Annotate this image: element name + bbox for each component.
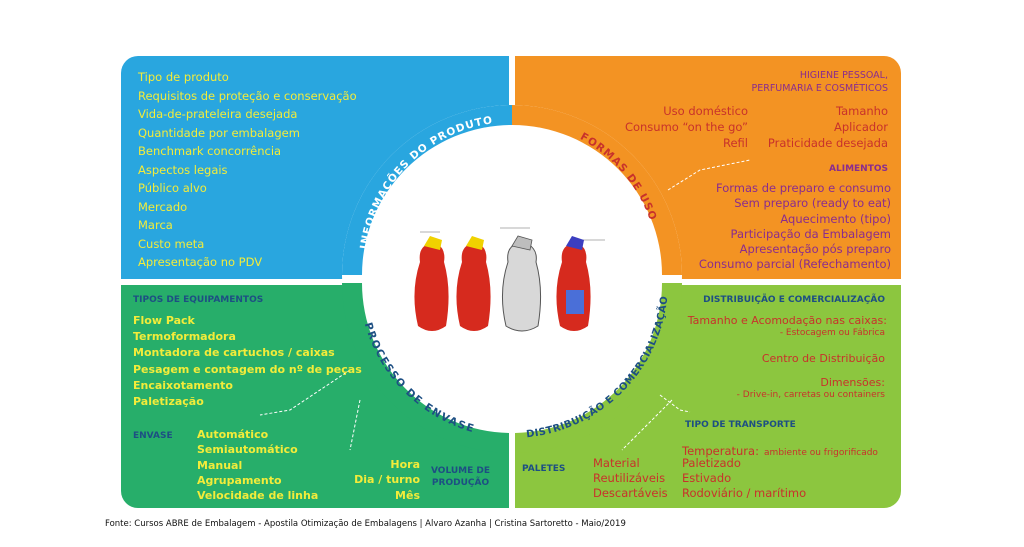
alimentos-item: Participação da Embalagem xyxy=(730,226,891,241)
paletes-item: Material xyxy=(593,456,640,470)
volume-item: Mês xyxy=(395,488,420,502)
transporte-item: Paletizado xyxy=(682,456,741,470)
dimensoes-sub: - Drive-in, carretas ou containers xyxy=(736,390,885,400)
hp-right-list: Tamanho Aplicador Praticidade desejada xyxy=(768,103,888,151)
envase-list: Automático Semiautomático Manual Agrupam… xyxy=(197,427,318,503)
envase-title: ENVASE xyxy=(133,431,173,441)
volume-title-line: VOLUME DE xyxy=(431,466,491,476)
volume-list: Hora Dia / turno Mês xyxy=(354,457,420,503)
hp-left-item: Refil xyxy=(723,136,748,150)
info-item: Requisitos de proteção e conservação xyxy=(138,88,357,103)
volume-title-line: PRODUÇÃO xyxy=(431,478,490,488)
source-caption: Fonte: Cursos ABRE de Embalagem - Aposti… xyxy=(105,519,626,529)
temperatura-value: ambiente ou frigorificado xyxy=(764,448,878,458)
info-item: Benchmark concorrência xyxy=(138,144,282,158)
info-item: Quantidade por embalagem xyxy=(138,125,300,140)
hp-title-line: PERFUMARIA E COSMÉTICOS xyxy=(751,83,888,94)
envase-item: Agrupamento xyxy=(197,473,282,487)
info-item: Vida-de-prateleira desejada xyxy=(138,107,298,121)
info-item: Aspectos legais xyxy=(138,162,228,177)
temperatura-label: Temperatura: xyxy=(682,444,759,458)
volume-item: Dia / turno xyxy=(354,473,420,487)
bottle-sketch-illustration xyxy=(414,227,605,332)
info-item: Custo meta xyxy=(138,236,205,251)
equip-list: Flow Pack Termoformadora Montadora de ca… xyxy=(133,313,362,410)
dimensoes-label: Dimensões: xyxy=(820,376,885,389)
transporte-list: Paletizado Estivado Rodoviário / marítim… xyxy=(682,456,806,502)
info-item: Público alvo xyxy=(138,181,207,195)
alimentos-item: Consumo parcial (Refechamento) xyxy=(698,257,891,272)
info-item: Apresentação no PDV xyxy=(138,255,263,269)
centro-label: Centro de Distribuição xyxy=(761,352,885,365)
envase-item: Semiautomático xyxy=(197,443,298,457)
info-item: Mercado xyxy=(138,199,188,214)
hp-left-item: Consumo “on the go” xyxy=(624,120,748,134)
transporte-title: TIPO DE TRANSPORTE xyxy=(685,420,796,430)
hp-right-item: Aplicador xyxy=(834,120,888,134)
info-item: Tipo de produto xyxy=(138,70,229,84)
equip-item: Termoformadora xyxy=(133,330,236,344)
hp-left-item: Uso doméstico xyxy=(663,104,748,118)
hp-left-list: Uso doméstico Consumo “on the go” Refil xyxy=(625,103,748,151)
envase-item: Automático xyxy=(197,428,269,441)
hp-title-line: HIGIENE PESSOAL, xyxy=(799,70,888,81)
equip-title: TIPOS DE EQUIPAMENTOS xyxy=(133,295,264,305)
equip-item: Paletização xyxy=(133,395,204,409)
hp-right-item: Praticidade desejada xyxy=(767,136,888,150)
alimentos-item: Aquecimento (tipo) xyxy=(780,211,891,226)
transporte-item: Rodoviário / marítimo xyxy=(682,486,807,501)
paletes-item: Descartáveis xyxy=(593,486,668,501)
paletes-list: Material Reutilizáveis Descartáveis xyxy=(593,456,668,502)
hp-title: HIGIENE PESSOAL, PERFUMARIA E COSMÉTICOS xyxy=(752,69,888,95)
transporte-item: Estivado xyxy=(682,471,732,486)
dashed-connectors xyxy=(259,159,751,451)
temperatura-row: Temperatura: ambiente ou frigorificado xyxy=(682,440,878,459)
hp-right-item: Tamanho xyxy=(835,104,888,118)
tamanho-label: Tamanho e Acomodação nas caixas: xyxy=(687,314,887,327)
info-item: Marca xyxy=(138,218,173,232)
equip-item: Flow Pack xyxy=(133,314,195,327)
envase-item: Velocidade de linha xyxy=(197,489,319,503)
alimentos-item: Sem preparo (ready to eat) xyxy=(734,196,891,211)
alimentos-item: Apresentação pós preparo xyxy=(739,242,891,257)
envase-item: Manual xyxy=(197,458,243,472)
info-list: Tipo de produto Requisitos de proteção e… xyxy=(138,68,357,272)
equip-item: Encaixotamento xyxy=(133,378,233,392)
alimentos-list: Formas de preparo e consumo Sem preparo … xyxy=(699,181,891,273)
tamanho-sub: - Estocagem ou Fábrica xyxy=(779,328,885,338)
paletes-title: PALETES xyxy=(522,464,566,474)
paletes-item: Reutilizáveis xyxy=(593,471,666,486)
equip-item: Montadora de cartuchos / caixas xyxy=(133,346,335,360)
volume-item: Hora xyxy=(390,458,420,471)
alimentos-item: Formas de preparo e consumo xyxy=(716,181,891,195)
dist-title: DISTRIBUIÇÃO E COMERCIALIZAÇÃO xyxy=(703,295,885,305)
alimentos-title: ALIMENTOS xyxy=(829,164,888,174)
equip-item: Pesagem e contagem do nº de peças xyxy=(133,362,362,376)
volume-title: VOLUME DE PRODUÇÃO xyxy=(431,465,490,489)
